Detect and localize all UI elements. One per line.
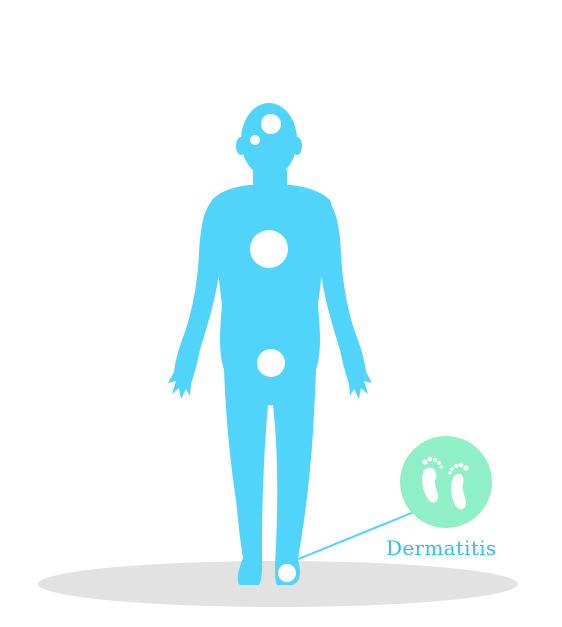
human-silhouette [168,103,372,585]
right-arm [318,200,372,399]
callout-connector [295,511,415,561]
markers [250,114,296,582]
pelvis-marker [257,349,285,377]
head-marker-small [250,135,260,145]
head-marker-large [261,114,281,134]
chest-marker [250,230,288,268]
head [241,103,297,177]
left-arm [168,200,222,399]
torso-and-legs [208,184,333,585]
feet-icon [422,456,469,510]
callout-badge [400,436,492,528]
foot-marker [278,564,296,582]
callout-label: Dermatitis [386,536,497,560]
